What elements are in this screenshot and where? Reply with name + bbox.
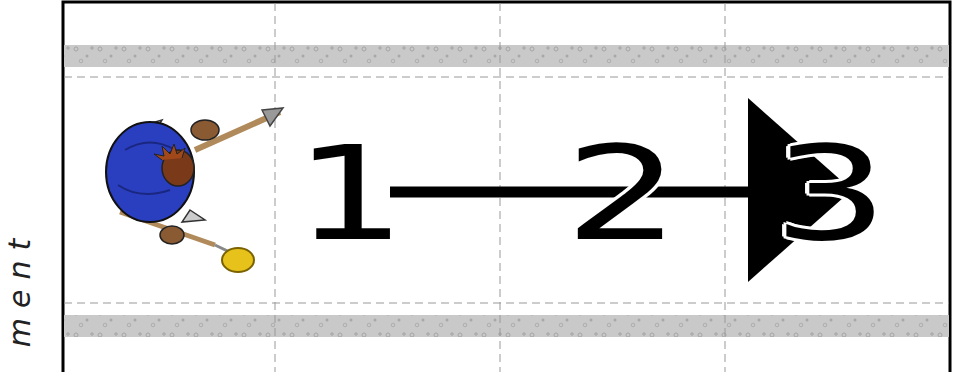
section-title: ment	[5, 229, 35, 347]
gravel-band	[64, 315, 949, 337]
step-number: 1	[294, 129, 406, 259]
gravel-band	[64, 45, 949, 67]
step-number: 2	[564, 129, 680, 259]
step-number: 3	[772, 129, 888, 259]
grid-lines	[64, 3, 949, 372]
warrior-figure	[106, 108, 283, 272]
board-frame	[63, 2, 950, 372]
